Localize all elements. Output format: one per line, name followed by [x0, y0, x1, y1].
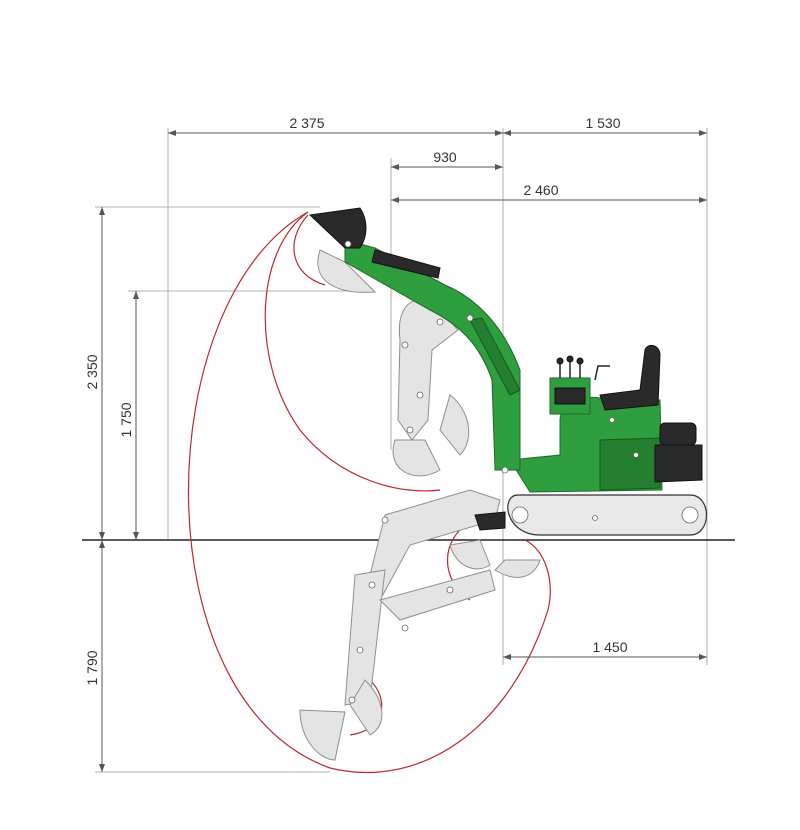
dimension-labels: 2 375 1 530 930 2 460 1 450 2 350 1 750 …: [84, 115, 628, 686]
envelope-outer-curve: [187, 211, 551, 773]
ghost-bucket-lower-open: [349, 679, 383, 736]
dim-boom-offset: 930: [433, 149, 457, 165]
ghost-bucket-near: [449, 539, 491, 570]
ghost-bucket-upper: [317, 249, 377, 293]
dim-max-height: 2 350: [84, 354, 100, 389]
counterweight: [599, 437, 661, 491]
envelope-inner-curve-small: [293, 214, 326, 286]
crawler-track: [507, 494, 708, 536]
boom: [344, 239, 521, 471]
dim-rear-length: 1 530: [585, 115, 620, 131]
excavator-bucket: [308, 207, 367, 249]
ghost-bucket-lower: [299, 709, 346, 761]
dozer-blade: [474, 511, 506, 531]
dim-ground-reach: 1 450: [592, 639, 627, 655]
dimension-lines: [99, 130, 707, 772]
excavator: [308, 207, 708, 536]
dim-total-upper: 2 460: [523, 182, 558, 198]
ghost-stick-mid: [379, 569, 496, 621]
boom-cylinder: [469, 317, 521, 396]
ghost-bucket-mid: [392, 439, 441, 477]
stick-cylinder: [371, 249, 441, 279]
ghost-arm-positions: [299, 249, 541, 761]
ghost-bucket-right: [494, 559, 541, 578]
engine: [654, 444, 703, 483]
dim-reach-left: 2 375: [289, 115, 324, 131]
extension-lines: [95, 128, 708, 773]
fuel-tank: [659, 422, 697, 446]
dim-dig-depth: 1 790: [84, 650, 100, 685]
envelope-inner-curve-upper: [264, 211, 441, 492]
ghost-bucket-mid-open: [439, 394, 470, 456]
dim-dump-height: 1 750: [118, 402, 134, 437]
operator-seat: [599, 344, 661, 411]
